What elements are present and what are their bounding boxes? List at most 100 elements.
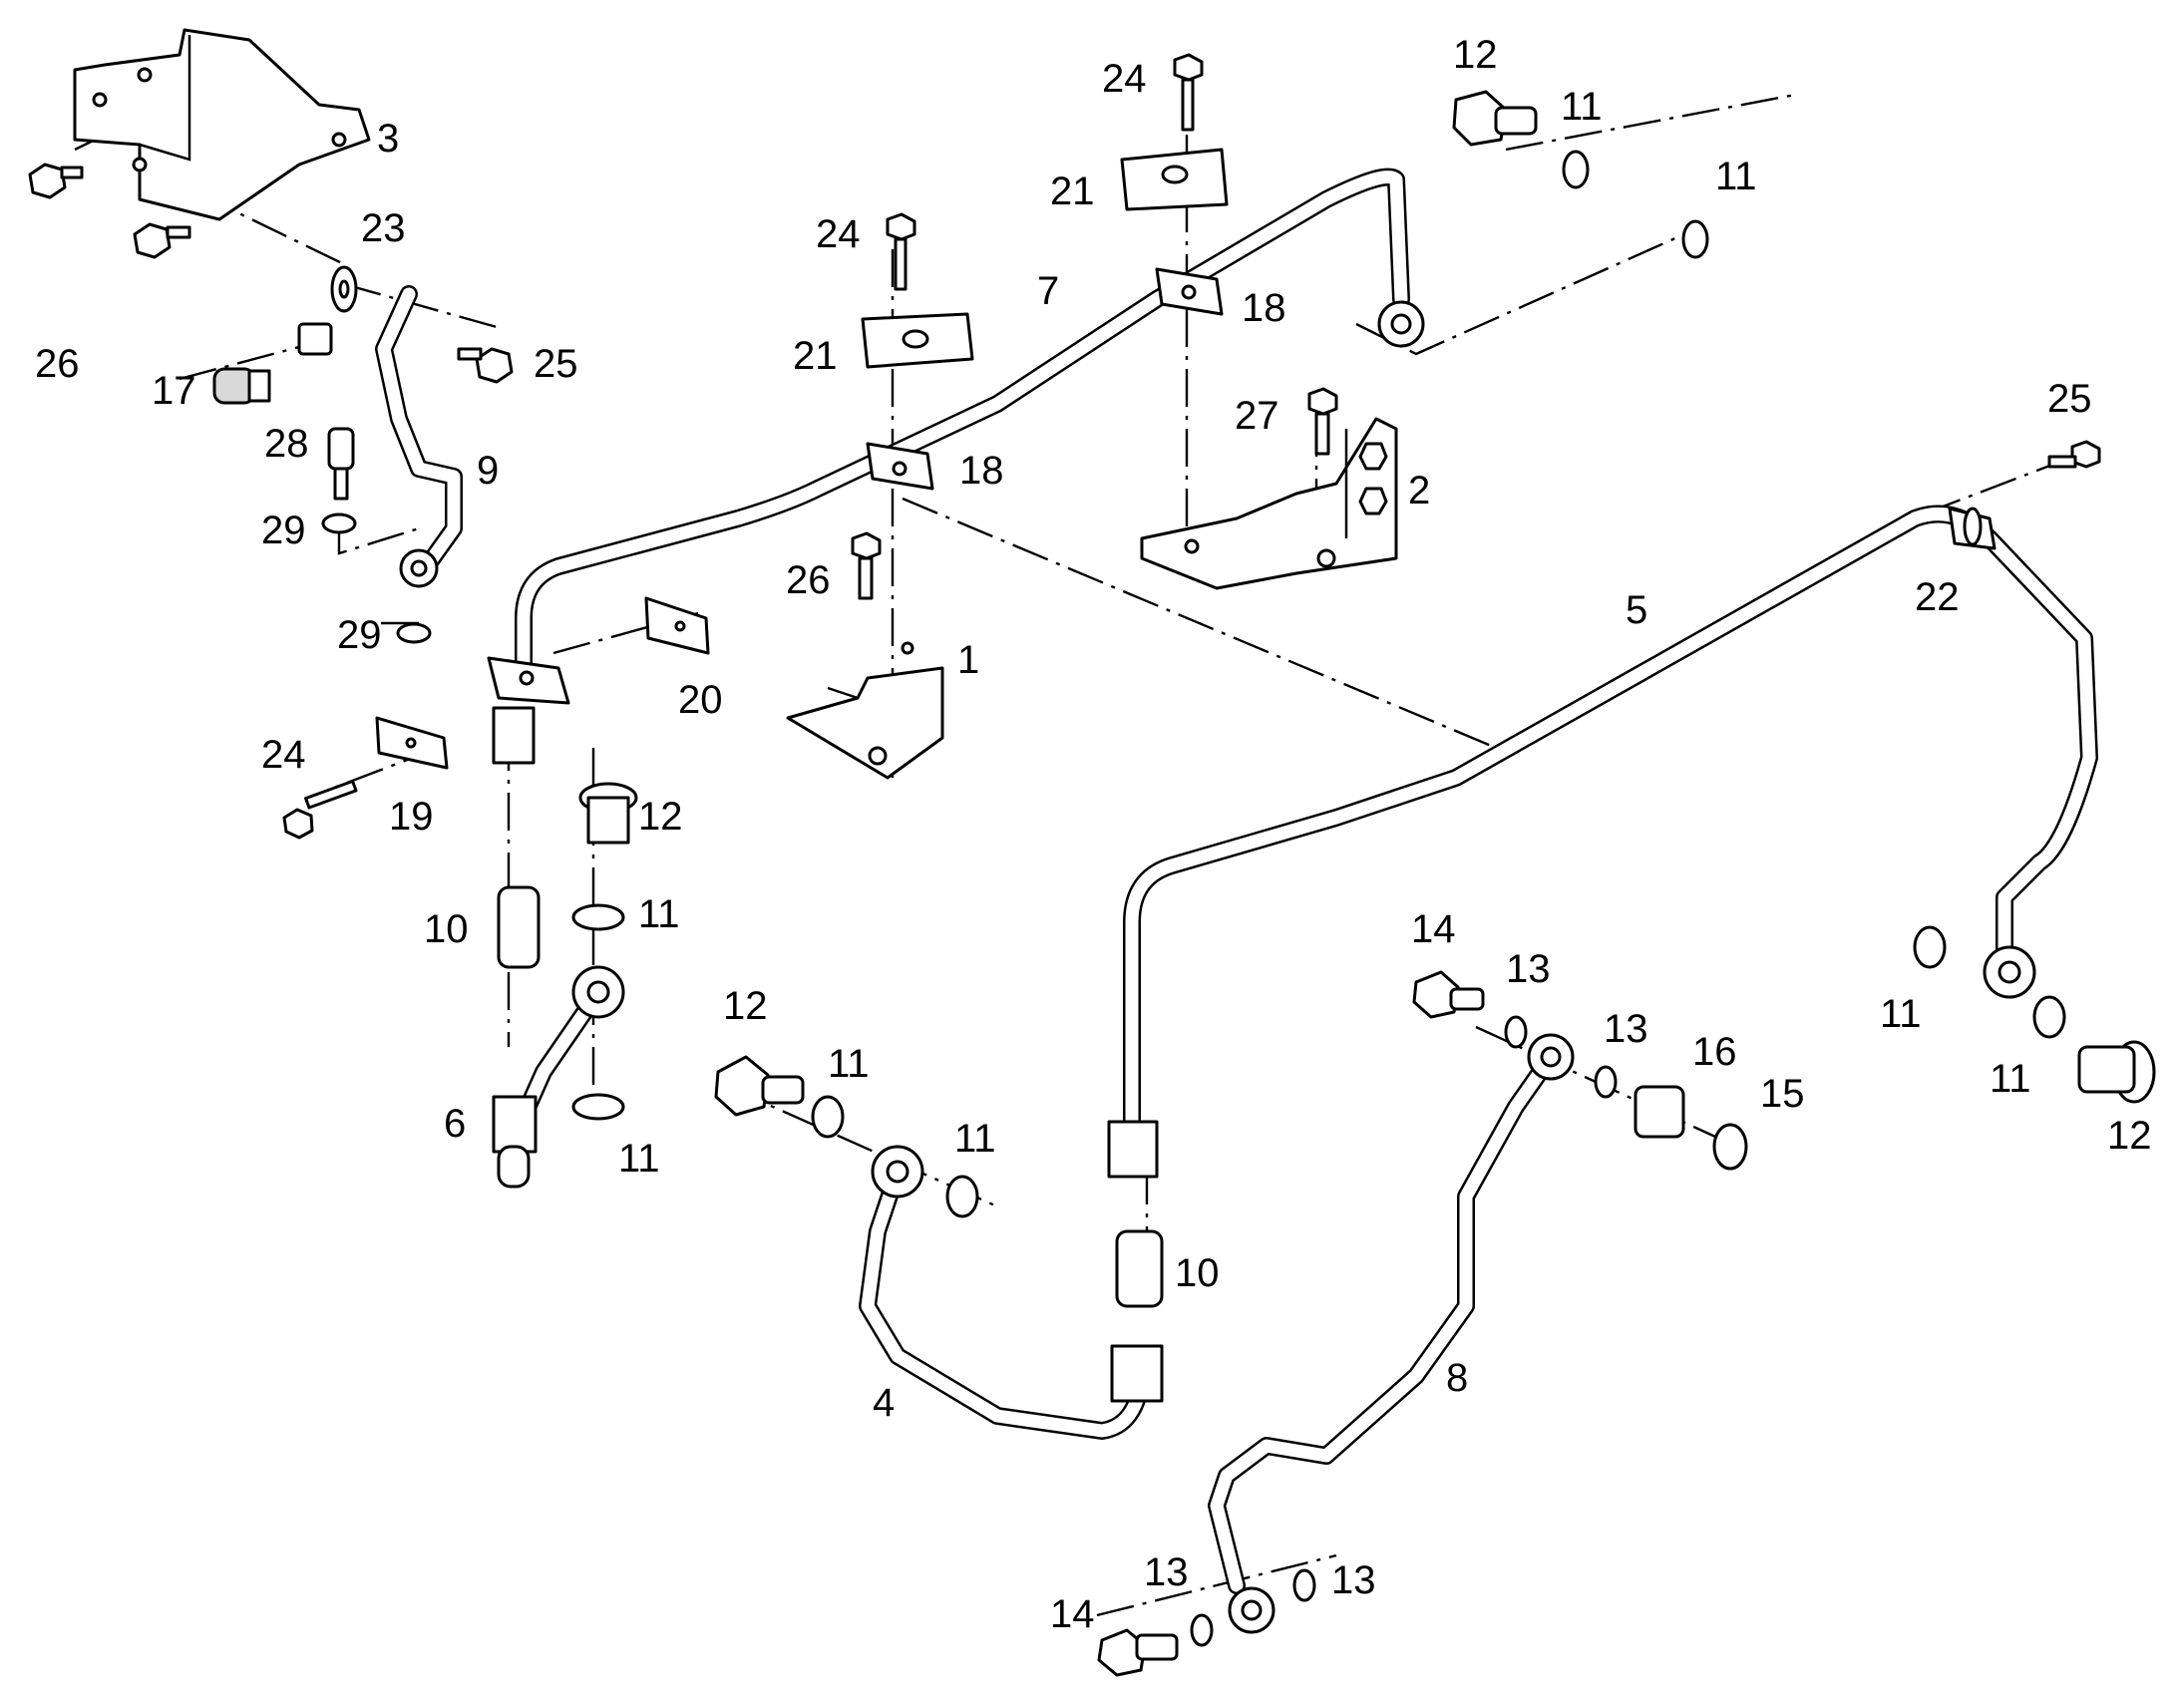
callout-25-right: 25 (2047, 377, 2092, 421)
bolt-26-mid-center (851, 531, 882, 600)
bolt-26-mid (133, 222, 191, 259)
callout-13-bottom-a: 13 (1144, 1550, 1189, 1594)
washer-29 (396, 622, 432, 644)
callout-24-top: 24 (1102, 57, 1147, 101)
washer-29 (321, 512, 357, 534)
callout-11-mid-a: 11 (638, 892, 680, 936)
callout-5: 5 (1626, 588, 1647, 632)
block-21-left (861, 312, 974, 369)
banjo-bolt-12-top (1452, 90, 1538, 147)
bolt-27 (1307, 387, 1338, 456)
banjo-eyes (399, 300, 2036, 1634)
bolt-24-mid (886, 212, 916, 291)
callout-4: 4 (873, 1381, 895, 1425)
bracket-3 (73, 28, 371, 221)
callout-16: 16 (1692, 1030, 1737, 1074)
nut-pipe-5-lower (1107, 1120, 1159, 1179)
callout-18-left: 18 (959, 449, 1004, 493)
clamp-18-right (1155, 267, 1224, 316)
callout-25-left: 25 (534, 342, 578, 386)
bracket-2 (1140, 417, 1398, 590)
callout-27: 27 (1235, 394, 1279, 438)
callout-12-top: 12 (1453, 33, 1498, 77)
fittings (212, 322, 1685, 1403)
callout-17: 17 (152, 369, 196, 413)
clamp-23 (330, 265, 358, 313)
callout-3: 3 (377, 117, 399, 161)
callouts: 1 2 3 4 5 6 7 8 9 10 10 11 11 11 11 11 1… (35, 33, 2152, 1636)
callout-12-left: 12 (723, 984, 768, 1028)
callout-12-right: 12 (2107, 1114, 2152, 1158)
callout-29-top: 29 (261, 509, 306, 552)
washer-11 (945, 1175, 979, 1218)
callout-13-top-a: 13 (1506, 947, 1551, 991)
alignment-lines (74, 73, 2095, 1617)
fitting-16 (1634, 1085, 1685, 1139)
washer-13 (1594, 1065, 1618, 1099)
callout-9: 9 (477, 449, 499, 493)
washers (321, 150, 2066, 1647)
bolt-26-top (28, 163, 84, 199)
nut-pipe-6 (492, 1095, 538, 1189)
callout-21-left: 21 (793, 334, 838, 378)
callout-1: 1 (957, 638, 979, 682)
washer-13 (1292, 1568, 1316, 1602)
callout-26-left: 26 (35, 342, 80, 386)
callout-14-top: 14 (1411, 907, 1456, 951)
callout-22: 22 (1915, 575, 1960, 619)
washer-11 (811, 1095, 845, 1139)
callout-28: 28 (264, 422, 309, 466)
callout-12-mid: 12 (638, 795, 683, 839)
callout-11-right-b: 11 (1990, 1057, 2031, 1101)
callout-14-bottom: 14 (1050, 1592, 1095, 1636)
callout-11-top-a: 11 (1561, 85, 1603, 129)
bolt-24-left (282, 780, 358, 840)
clamp-22 (1948, 507, 1997, 550)
bolts (28, 53, 2101, 840)
washer-11 (1681, 219, 1709, 259)
nut-pipe-4 (1110, 1344, 1164, 1403)
bolt-25-right (2047, 440, 2101, 469)
washer-11 (571, 903, 625, 931)
clamp-block-left (487, 656, 570, 765)
washer-11 (1562, 150, 1590, 189)
pipe-4 (859, 1163, 1151, 1440)
callout-20: 20 (678, 678, 723, 722)
callout-19: 19 (389, 795, 434, 839)
banjo-bolt-14-top (1412, 970, 1485, 1019)
callout-6: 6 (444, 1102, 466, 1146)
washer-15 (1712, 1123, 1748, 1171)
callout-8: 8 (1446, 1356, 1468, 1400)
callout-18-right: 18 (1242, 286, 1286, 330)
union-10-right (1115, 1229, 1164, 1308)
callout-11-left-b: 11 (954, 1117, 996, 1161)
fitting-17 (212, 367, 271, 405)
pin-28 (327, 427, 355, 501)
clip-20 (644, 596, 710, 655)
union-10-left (497, 885, 541, 969)
banjo-bolt-14-bottom (1097, 1628, 1179, 1677)
callout-24-mid: 24 (816, 212, 861, 256)
callout-23: 23 (361, 206, 406, 250)
callout-10-left: 10 (424, 907, 469, 951)
clamp-18-left (866, 442, 934, 491)
pipes (375, 168, 2098, 1594)
callout-11-mid-b: 11 (618, 1137, 660, 1181)
callout-13-bottom-b: 13 (1331, 1558, 1376, 1602)
callout-24-left: 24 (261, 733, 306, 777)
clip-19 (375, 716, 449, 770)
callout-11-left-a: 11 (828, 1042, 870, 1086)
washer-11 (571, 1093, 625, 1121)
callout-15: 15 (1760, 1072, 1805, 1116)
washer-13 (1504, 1015, 1528, 1049)
callout-13-top-b: 13 (1604, 1007, 1648, 1051)
fitting-23-nut (297, 322, 333, 356)
callout-2: 2 (1408, 469, 1430, 512)
callout-29-bottom: 29 (337, 613, 382, 657)
banjo-bolt-12-right (2077, 1040, 2156, 1104)
block-21-right (1120, 148, 1229, 211)
banjo-bolt-12-left (714, 1055, 805, 1117)
callout-11-right-a: 11 (1880, 992, 1922, 1036)
callout-21-right: 21 (1050, 170, 1095, 213)
